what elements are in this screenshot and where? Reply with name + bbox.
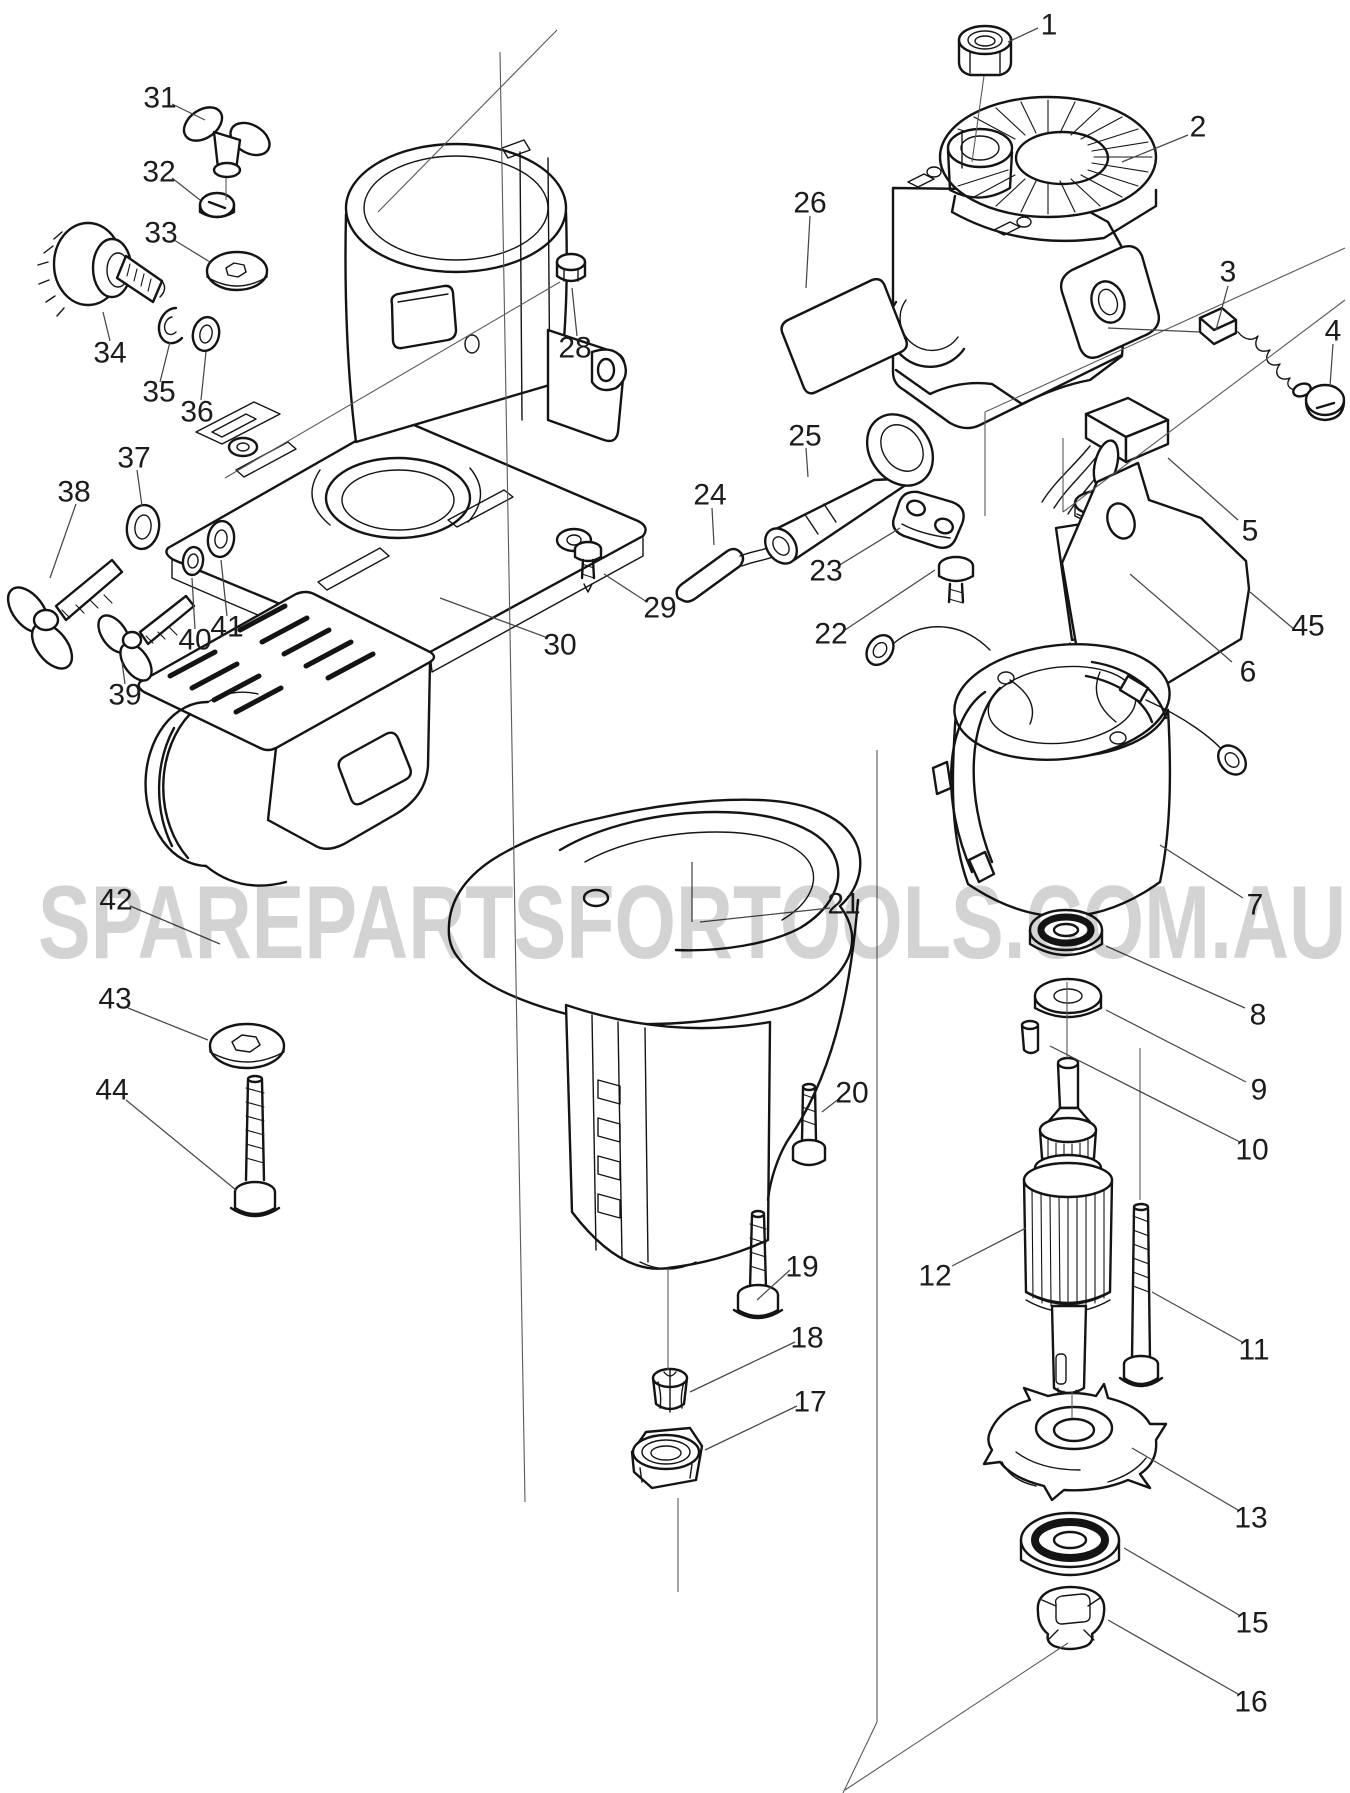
part-nut-32 [198, 191, 236, 219]
callout-1: 1 [1041, 9, 1058, 42]
part-screw-22 [937, 555, 975, 604]
callout-28: 28 [558, 332, 591, 365]
part-screw-44 [229, 1074, 281, 1218]
part-ball-bearing-15 [1019, 1511, 1121, 1577]
callout-4: 4 [1325, 315, 1342, 348]
part-wing-bolt-39 [97, 594, 196, 682]
callout-29: 29 [643, 592, 676, 625]
part-ball-bearing-8 [1028, 908, 1104, 957]
callout-8: 8 [1250, 999, 1267, 1032]
callout-30: 30 [543, 629, 576, 662]
line-art [6, 24, 1346, 1651]
part-washer-37 [125, 503, 161, 551]
part-cord-guard-25 [763, 413, 935, 565]
callout-43: 43 [98, 983, 131, 1016]
callout-24: 24 [693, 479, 726, 512]
callout-leader-lines [49, 27, 1334, 1695]
callout-44: 44 [95, 1074, 128, 1107]
part-wing-bolt-38 [6, 558, 124, 670]
callout-19: 19 [785, 1251, 818, 1284]
part-labyrinth-ring-9 [1033, 977, 1103, 1019]
part-hex-nut-28 [555, 252, 587, 283]
part-carbon-brush-3 [1198, 306, 1312, 398]
part-lock-washer-35 [157, 306, 184, 345]
callout-2: 2 [1190, 111, 1207, 144]
callout-20: 20 [835, 1077, 868, 1110]
callout-9: 9 [1251, 1074, 1268, 1107]
part-collet-nut-17 [630, 1426, 704, 1490]
watermark: SPAREPARTSFORTOOLS.COM.AU [38, 865, 1346, 981]
callout-31: 31 [143, 82, 176, 115]
callout-25: 25 [788, 420, 821, 453]
part-clamp-knob-34 [37, 221, 166, 317]
part-motor-housing-2 [887, 95, 1161, 430]
part-screw-20 [791, 1082, 827, 1167]
callout-11: 11 [1238, 1334, 1269, 1367]
callout-3: 3 [1220, 256, 1237, 289]
part-hex-nut-1 [957, 24, 1013, 77]
callout-32: 32 [142, 156, 175, 189]
part-washer-33 [205, 250, 269, 292]
part-trimmer-base-30 [165, 139, 647, 673]
callout-22: 22 [814, 618, 847, 651]
callout-37: 37 [117, 442, 150, 475]
part-motor-housing-21 [447, 798, 862, 1270]
callout-35: 35 [142, 376, 175, 409]
part-rubber-mount-16 [1036, 1585, 1106, 1651]
callout-26: 26 [793, 187, 826, 220]
part-washer-41 [206, 519, 236, 559]
callout-23: 23 [809, 555, 842, 588]
callout-5: 5 [1242, 515, 1259, 548]
part-cord-clamp-23 [891, 490, 965, 549]
callout-38: 38 [57, 476, 90, 509]
part-name-plate-26 [780, 277, 909, 395]
callout-labels: 1234567891011121315161718192021222324252… [57, 9, 1341, 1719]
part-screw-29 [573, 540, 603, 593]
callout-39: 39 [108, 679, 141, 712]
callout-18: 18 [790, 1322, 823, 1355]
part-brush-cap-4 [1304, 383, 1346, 422]
callout-34: 34 [93, 337, 126, 370]
part-vent-cover-42 [137, 590, 436, 887]
part-washer-40 [181, 545, 205, 577]
part-screw-19 [732, 1209, 784, 1320]
part-fan-13 [982, 1382, 1168, 1502]
callout-33: 33 [144, 217, 177, 250]
part-washer-43 [208, 1022, 286, 1070]
callout-10: 10 [1235, 1134, 1268, 1167]
callout-40: 40 [178, 624, 211, 657]
part-wing-nut-31 [182, 106, 271, 179]
part-collet-cone-18 [651, 1367, 689, 1413]
callout-12: 12 [918, 1260, 951, 1293]
callout-42: 42 [99, 884, 132, 917]
callout-36: 36 [180, 396, 213, 429]
callout-17: 17 [793, 1386, 826, 1419]
part-baffle-plate-45 [1060, 461, 1251, 691]
part-field-stator-7 [865, 626, 1247, 918]
construction-lines [224, 29, 1346, 1793]
callout-21: 21 [827, 888, 860, 921]
part-pin-10 [1020, 1019, 1040, 1055]
callout-13: 13 [1234, 1502, 1267, 1535]
callout-41: 41 [210, 611, 243, 644]
part-washer-36 [191, 315, 221, 353]
part-bolt-11 [1118, 1202, 1164, 1388]
callout-16: 16 [1234, 1686, 1267, 1719]
callout-45: 45 [1291, 610, 1324, 643]
callout-7: 7 [1247, 889, 1264, 922]
callout-6: 6 [1240, 656, 1257, 689]
callout-15: 15 [1235, 1607, 1268, 1640]
part-armature-12 [1022, 1056, 1114, 1401]
